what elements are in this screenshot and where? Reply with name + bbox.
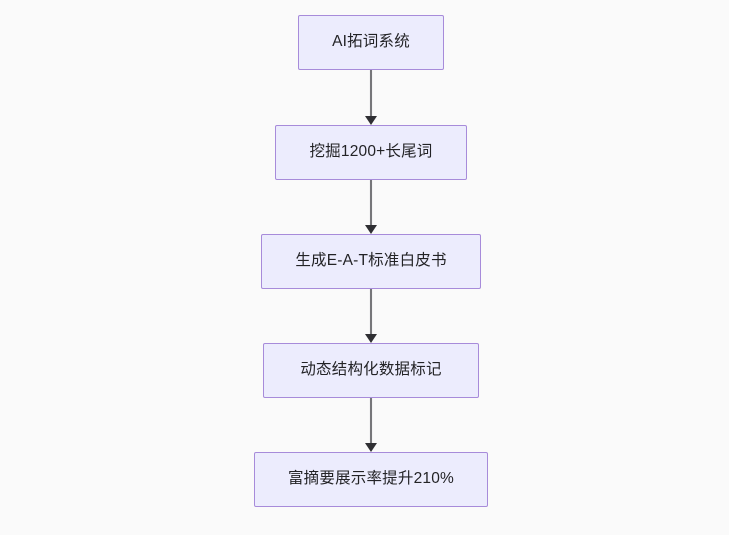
flow-node-label: 挖掘1200+长尾词 xyxy=(309,143,433,161)
edge-node3-to-node4 xyxy=(365,398,377,452)
flow-node-label: AI拓词系统 xyxy=(332,33,410,51)
edge-node2-to-node3 xyxy=(365,289,377,343)
edge-node0-to-node1 xyxy=(365,70,377,125)
flow-node-generate-eat-whitepaper[interactable]: 生成E-A-T标准白皮书 xyxy=(261,234,481,289)
flow-node-mine-longtail-keywords[interactable]: 挖掘1200+长尾词 xyxy=(275,125,467,180)
edge-node1-to-node2 xyxy=(365,180,377,234)
arrowhead-down-icon xyxy=(365,225,377,234)
flow-node-label: 生成E-A-T标准白皮书 xyxy=(295,252,447,270)
flow-node-ai-keyword-system[interactable]: AI拓词系统 xyxy=(298,15,444,70)
arrowhead-down-icon xyxy=(365,443,377,452)
arrowhead-down-icon xyxy=(365,116,377,125)
arrowhead-down-icon xyxy=(365,334,377,343)
flow-node-label: 动态结构化数据标记 xyxy=(300,361,442,379)
flow-node-label: 富摘要展示率提升210% xyxy=(287,470,455,488)
flow-node-rich-snippet-rate-increase[interactable]: 富摘要展示率提升210% xyxy=(254,452,488,507)
flow-node-dynamic-structured-data-markup[interactable]: 动态结构化数据标记 xyxy=(263,343,479,398)
